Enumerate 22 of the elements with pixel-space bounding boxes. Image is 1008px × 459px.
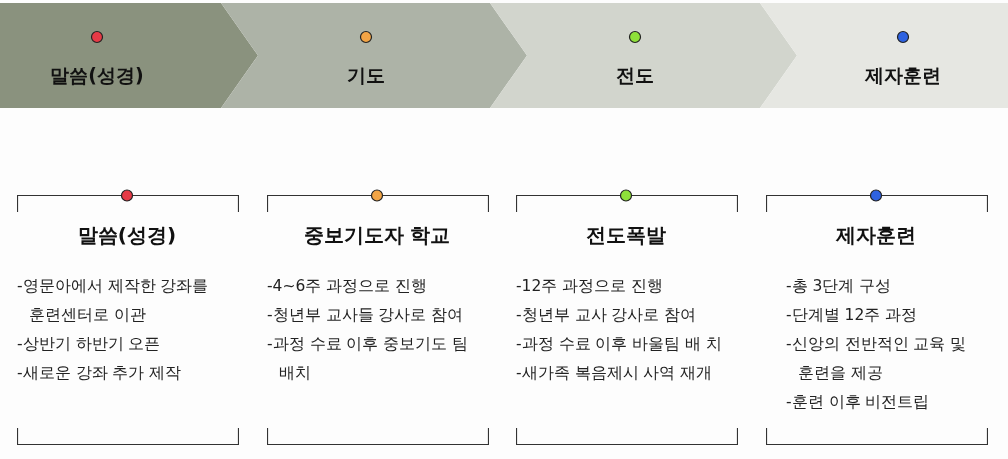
bullet-item: -단계별 12주 과정 — [786, 305, 919, 326]
card-heading: 전도폭발 — [585, 222, 667, 249]
bullet-item: -과정 수료 이후 바울팀 배 치 — [516, 334, 724, 355]
stage-title: 기도 — [347, 63, 385, 88]
bullet-item: -4~6주 과정으로 진행 — [267, 276, 429, 297]
card-heading: 중보기도자 학교 — [302, 222, 452, 249]
stage-title: 제자훈련 — [865, 63, 941, 88]
stage-title: 전도 — [616, 63, 654, 88]
bullet-item: -새로운 강좌 추가 제작 — [17, 363, 183, 384]
bullet-item: -12주 과정으로 진행 — [516, 276, 665, 297]
bullet-item: -청년부 교사들 강사로 참여 — [267, 305, 465, 326]
bullet-item: -영문아에서 제작한 강좌를 훈련센터로 이관 — [17, 276, 210, 326]
bullet-item: -신앙의 전반적인 교육 및 훈련을 제공 — [786, 334, 968, 384]
bullet-item: -청년부 교사 강사로 참여 — [516, 305, 698, 326]
bullet-item: -새가족 복음제시 사역 재개 — [516, 363, 714, 384]
bullet-item: -과정 수료 이후 중보기도 팀 배치 — [267, 334, 470, 384]
stage-title: 말씀(성경) — [50, 63, 144, 88]
bullet-item: -총 3단계 구성 — [786, 276, 893, 297]
bullet-item: -훈련 이후 비전트립 — [786, 392, 931, 413]
bullet-item: -상반기 하반기 오픈 — [17, 334, 162, 355]
card-heading: 제자훈련 — [835, 222, 917, 249]
card-heading: 말씀(성경) — [76, 222, 178, 249]
